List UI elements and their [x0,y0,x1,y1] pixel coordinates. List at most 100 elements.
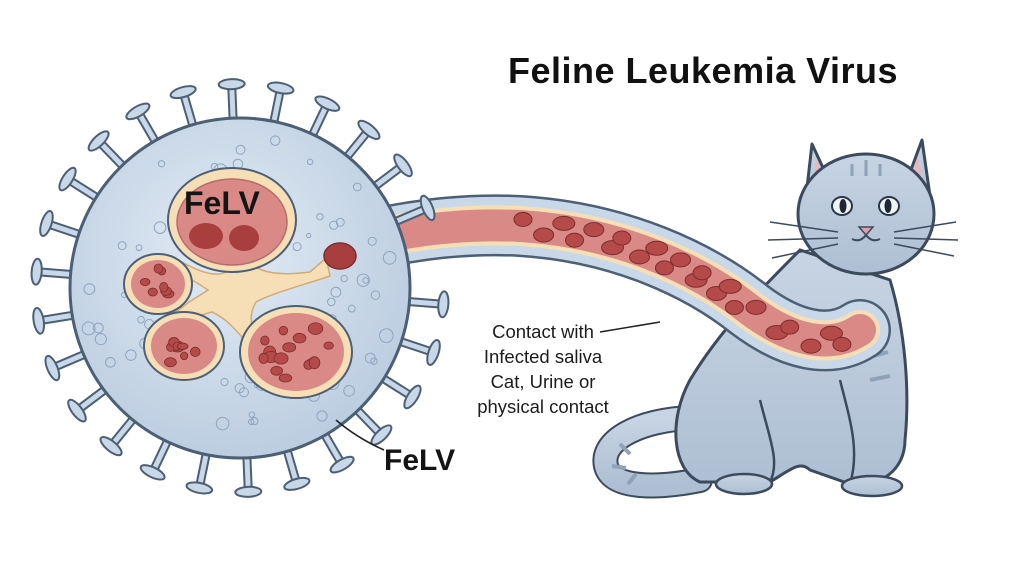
surface-bubble [316,213,324,221]
virus-spike [87,130,131,175]
tube-particle [533,227,555,243]
virion-particle [273,352,289,365]
virus-inner-label: FeLV [184,185,260,221]
virion-particle [282,342,297,353]
tube-particle [832,336,852,352]
virion-particle [190,346,201,357]
tube-particle [552,215,576,231]
tube-particle [629,249,651,265]
surface-bubble [306,232,312,239]
virus-spike [58,166,106,205]
tube-particles [513,211,852,354]
surface-bubble [316,410,328,422]
tube-particle [612,230,632,246]
surface-bubble [330,286,342,298]
virion-particle [292,332,307,344]
surface-bubble [157,160,166,168]
surface-bubble [367,236,377,246]
tube-particle [645,240,669,256]
surface-bubble [153,221,167,234]
surface-bubble [292,242,302,252]
virus-spike [305,95,341,145]
tube-particle [654,260,674,276]
surface-bubble [362,277,369,284]
tube-particle [819,325,843,341]
tube-particle [800,338,822,354]
surface-bubble [340,274,348,283]
tube-particle [565,232,585,248]
surface-bubble [370,290,381,300]
virion-particle [153,263,164,274]
tube-particle [583,222,605,238]
virus-spike [366,153,413,194]
virion-particle [139,278,151,286]
surface-bubble [83,283,96,295]
transmission-line: Cat, Urine or [490,371,596,392]
virion-particle [258,352,269,364]
virion-particle [308,356,321,370]
surface-bubble [215,416,230,431]
surface-bubble [234,383,245,394]
diagram-title: Feline Leukemia Virus [508,50,898,91]
felv-label-pointer [335,419,385,451]
virus-spike [125,102,163,151]
surface-bubble [248,411,256,418]
exiting-particle [323,242,357,270]
virion-particle [159,281,169,293]
surface-bubble [352,182,362,192]
surface-bubble [125,349,137,361]
tube-particle [724,299,744,315]
virion-particle [278,373,293,383]
cat-head [767,138,959,276]
surface-bubble [81,321,96,336]
virion-particle [278,325,289,336]
cat-nose [857,226,875,237]
virion-particle [180,351,189,361]
surface-bubble [356,273,370,287]
virus-spike [44,347,94,382]
virus-compartment-lower-left [143,311,225,381]
virus-compartment-top [167,167,297,273]
tube-particle [670,252,692,268]
tube-particle [745,299,767,315]
surface-bubble [379,328,394,343]
virion-particle [323,341,334,350]
surface-bubble [347,304,356,313]
cat-whiskers [767,221,959,259]
virus-compartment-left [123,253,193,315]
virion-particle [176,342,189,350]
virus-spike [99,410,141,457]
virus-compartment-lower-right [239,305,353,399]
surface-bubble [250,417,259,426]
surface-bubble [220,377,229,387]
virus-spike [139,431,175,481]
surface-bubble [105,356,116,368]
virus-spike [317,425,355,474]
virus-spike [391,335,441,366]
transmission-line: Infected saliva [483,346,603,367]
surface-bubble [327,297,336,307]
virus-spike [67,382,114,423]
surface-bubble [306,158,314,166]
transmission-line: physical contact [477,396,609,417]
virus-spike [39,210,89,241]
virus-spike [339,119,381,166]
tube-particle [692,265,712,281]
transmission-caption: Contact with Infected saliva Cat, Urine … [458,319,628,419]
surface-bubble [382,251,397,265]
surface-bubble [235,144,246,155]
surface-bubble [335,217,345,227]
virion-particle [164,357,177,368]
surface-bubble [343,384,355,397]
virion-particle [270,366,283,376]
virion-particle [260,335,270,346]
tube-particle [718,278,742,294]
tube-particle [513,211,533,227]
virus-spike [374,371,422,410]
virus-spike [349,401,393,446]
transmission-line: Contact with [492,321,594,342]
surface-bubble [117,241,127,251]
surface-bubble [269,135,281,146]
